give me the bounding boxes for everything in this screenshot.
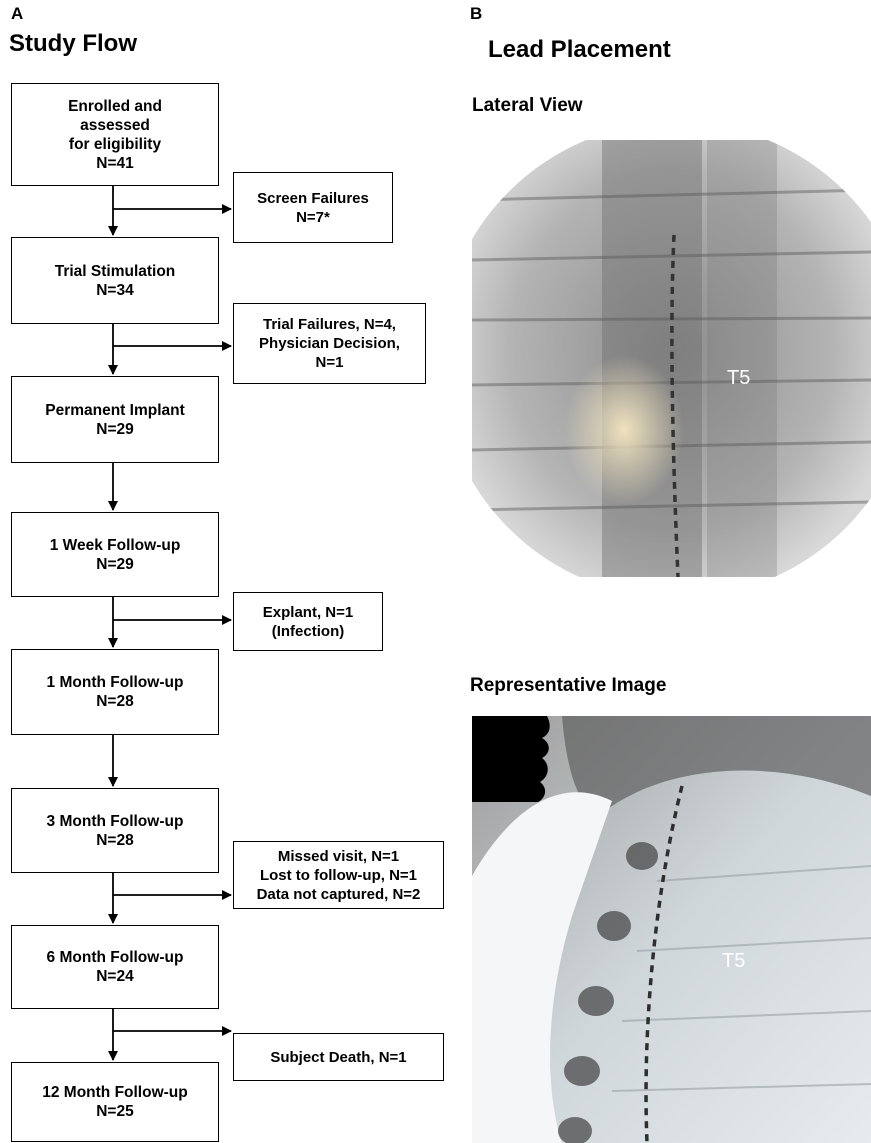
t5-label: T5 bbox=[727, 367, 750, 390]
panel-b-letter: B bbox=[470, 4, 482, 24]
representative-image-title: Representative Image bbox=[470, 675, 666, 697]
lateral-view-image: T5 bbox=[472, 140, 871, 577]
lateral-view-title: Lateral View bbox=[472, 95, 583, 117]
t5-label: T5 bbox=[722, 950, 745, 973]
panel-b-title: Lead Placement bbox=[488, 36, 671, 64]
representative-image: T5 bbox=[472, 716, 871, 1143]
